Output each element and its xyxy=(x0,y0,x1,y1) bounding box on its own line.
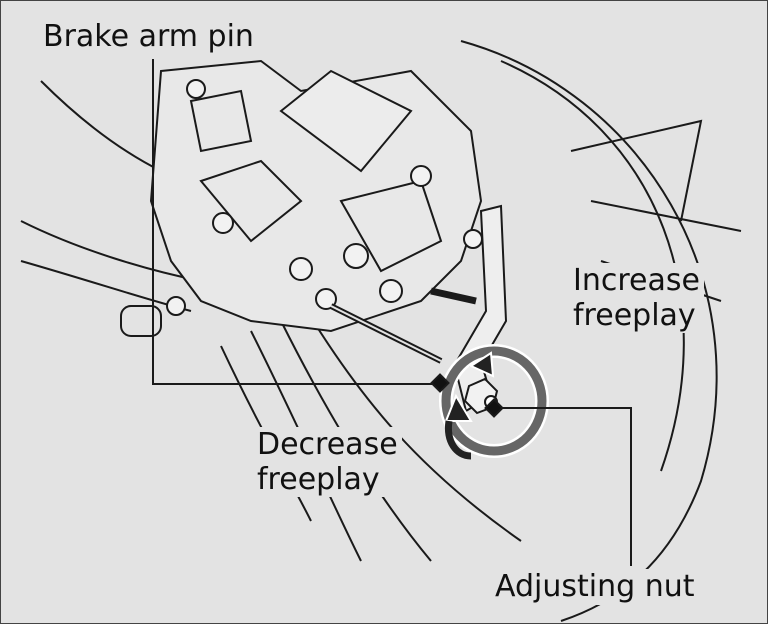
leader-lines xyxy=(152,59,632,566)
label-increase-freeplay: Increase freeplay xyxy=(569,263,704,333)
label-decrease-line2: freeplay xyxy=(257,462,380,497)
brake-arm-pin-leader xyxy=(152,59,441,385)
rotation-arrows xyxy=(439,344,549,460)
label-adjusting-nut: Adjusting nut xyxy=(491,569,699,605)
decrease-arrow-icon xyxy=(444,393,473,422)
label-decrease-line1: Decrease xyxy=(257,427,398,462)
label-brake-arm-pin: Brake arm pin xyxy=(39,19,258,55)
label-increase-line2: freeplay xyxy=(573,298,696,333)
increase-arrow-icon xyxy=(468,351,495,378)
rotation-ring xyxy=(441,346,547,456)
bolts xyxy=(166,79,483,316)
wheel-inner-arc xyxy=(500,60,685,472)
adjusting-nut-leader xyxy=(494,407,632,566)
label-increase-line1: Increase xyxy=(573,263,700,298)
label-decrease-freeplay: Decrease freeplay xyxy=(253,427,402,497)
